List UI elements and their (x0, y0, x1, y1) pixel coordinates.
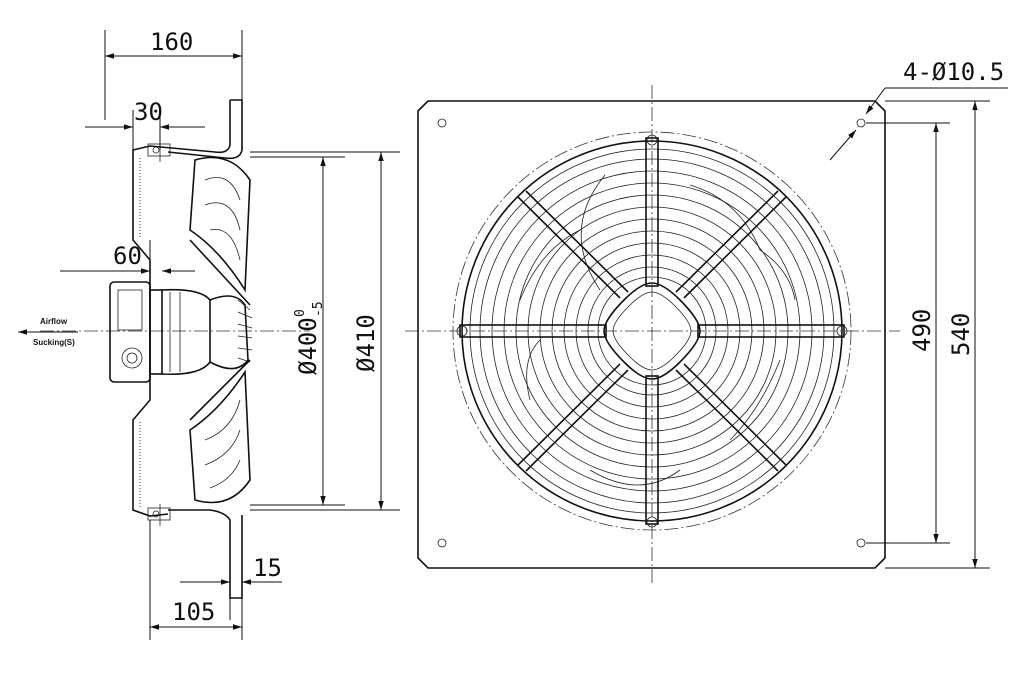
top-bolt (147, 140, 171, 162)
dim-400-group: Ø400 0 -5 (293, 301, 326, 375)
mounting-plate-profile (167, 99, 243, 599)
dim-400-tol-lower: -5 (311, 301, 326, 317)
guard-spokes (456, 134, 848, 528)
front-view: 4-Ø10.5 490 540 (405, 58, 1008, 585)
dim-hole-note: 4-Ø10.5 (903, 58, 1004, 86)
hole-top-left (437, 118, 447, 128)
hub-inner (612, 291, 692, 371)
airflow-mode: Sucking(S) (33, 338, 75, 347)
dim-410-group: Ø410 (352, 314, 380, 372)
dim-60: 60 (113, 242, 142, 270)
dim-15: 15 (253, 554, 282, 582)
motor (109, 281, 211, 383)
dim-410: Ø410 (352, 314, 380, 372)
hole-bottom-left (437, 538, 447, 548)
hole-leader-1 (865, 87, 886, 115)
fan-blades (519, 174, 796, 486)
airflow-label: Airflow (40, 317, 68, 326)
hole-bottom-right (856, 538, 866, 548)
dim-160: 160 (150, 28, 193, 56)
dim-540-group: 540 (947, 313, 975, 356)
dim-540: 540 (947, 313, 975, 356)
bottom-bolt (147, 504, 171, 526)
dim-400-tol-upper: 0 (293, 309, 308, 317)
side-view: 160 30 60 15 105 Ø400 0 -5 (18, 28, 400, 640)
guard-profile (132, 100, 231, 517)
square-plate (417, 100, 886, 569)
dim-30: 30 (134, 98, 163, 126)
hole-top-right (856, 118, 866, 128)
dim-490-group: 490 (908, 309, 936, 352)
dim-400: Ø400 (294, 317, 322, 375)
dim-490: 490 (908, 309, 936, 352)
hole-leader-2 (829, 129, 857, 161)
dim-105: 105 (172, 598, 215, 626)
impeller-side (189, 156, 253, 504)
